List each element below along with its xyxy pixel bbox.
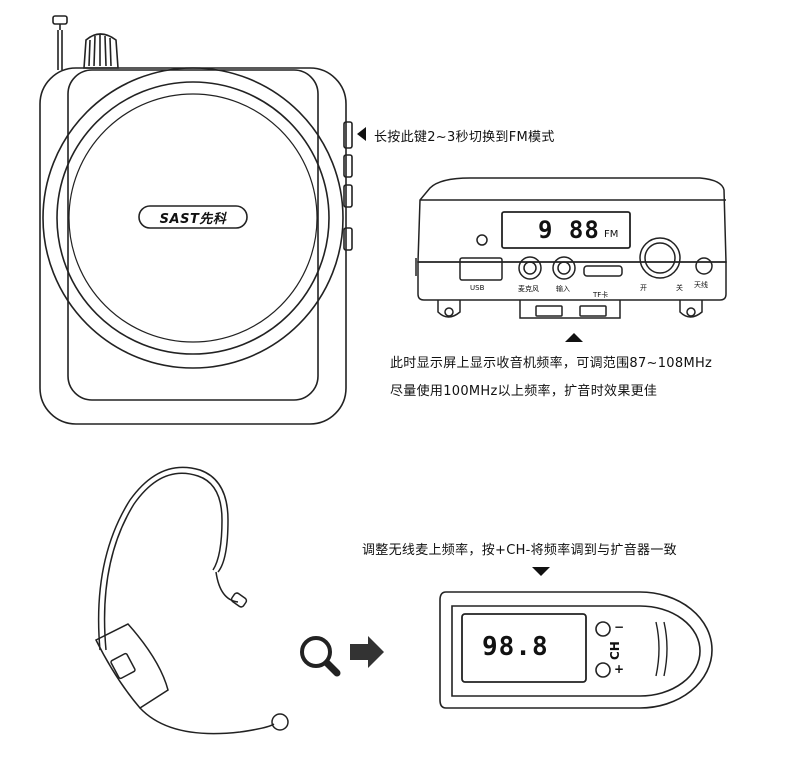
- off-label: 关: [676, 284, 683, 292]
- ch-plus-button: [595, 662, 611, 678]
- speaker-grille: [42, 67, 344, 369]
- ch-label: CH: [608, 641, 622, 660]
- antenna-jack: [695, 257, 713, 275]
- arrow-up-icon: [565, 333, 583, 342]
- usb-label: USB: [470, 284, 485, 292]
- input-jack: [552, 256, 576, 280]
- receiver-unit: [439, 591, 713, 709]
- long-press-note: 长按此键2~3秒切换到FM模式: [374, 130, 555, 145]
- brand-logo-badge: [138, 205, 248, 229]
- ch-minus-button: [595, 621, 611, 637]
- magnifier-icon: [300, 636, 341, 677]
- usb-port: [459, 257, 503, 281]
- mic-label: 麦克风: [518, 285, 539, 293]
- mode-side-button: [343, 121, 353, 149]
- mic-clip: [271, 713, 289, 731]
- mic-jack: [518, 256, 542, 280]
- mic-frequency-readout: 98.8: [482, 632, 549, 662]
- on-label: 开: [640, 284, 647, 292]
- tf-label: TF卡: [593, 291, 609, 299]
- bodypack: [94, 623, 169, 709]
- volume-knob: [83, 33, 119, 69]
- mic-adjust-note: 调整无线麦上频率，按+CH-将频率调到与扩音器一致: [362, 543, 677, 558]
- panel-unit-label: FM: [604, 229, 619, 240]
- arrow-left-icon: [357, 127, 366, 141]
- frequency-note-line1: 此时显示屏上显示收音机频率，可调范围87~108MHz: [390, 356, 713, 371]
- antenna: [52, 15, 68, 70]
- arrow-right-icon: [350, 636, 384, 668]
- panel-frequency-readout: 9 88: [538, 216, 600, 244]
- panel-display: [501, 211, 631, 249]
- speaker-top-panel: [415, 177, 727, 319]
- ch-plus-label: +: [614, 662, 625, 676]
- headset-mic: [94, 466, 289, 735]
- brand-logo: SAST先科: [159, 212, 227, 227]
- bodypack-display: [110, 652, 136, 680]
- arrow-down-icon: [532, 567, 550, 576]
- input-label: 输入: [556, 285, 570, 293]
- indicator-led: [476, 234, 488, 246]
- frequency-note-line2: 尽量使用100MHz以上频率，扩音时效果更佳: [390, 384, 658, 399]
- antenna-label: 天线: [694, 281, 708, 289]
- receiver-display: [461, 613, 587, 683]
- speaker-device: [39, 15, 353, 425]
- power-knob: [639, 237, 681, 279]
- speaker-body: [39, 67, 347, 425]
- ch-minus-label: −: [614, 620, 625, 634]
- tf-card-slot: [583, 265, 623, 277]
